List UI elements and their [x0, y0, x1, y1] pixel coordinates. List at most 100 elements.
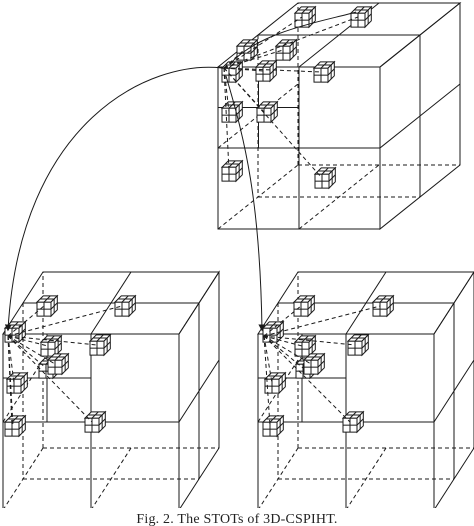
descendant-link	[263, 335, 351, 423]
arrow-to-bottom-left	[4, 66, 223, 332]
node-split	[270, 108, 278, 116]
node-split	[228, 101, 236, 109]
descendant-link	[7, 335, 15, 384]
node-split	[310, 353, 318, 361]
top-face	[257, 271, 474, 335]
descendant-link	[223, 67, 322, 73]
node-split	[243, 39, 251, 47]
right-face	[433, 271, 474, 508]
node-split	[289, 46, 297, 54]
coefficient-node	[220, 100, 244, 124]
parent-child-arrows	[4, 11, 357, 332]
descendant-link	[263, 335, 356, 346]
descendant-link	[7, 335, 98, 346]
node-split	[235, 167, 243, 175]
descendant-link	[223, 49, 245, 69]
node-split	[271, 372, 279, 380]
coefficient-node	[349, 5, 373, 29]
caption-text: Fig. 2. The STOTs of 3D-CSPIHT.	[136, 512, 338, 526]
node-split	[301, 335, 309, 343]
coefficient-node	[293, 334, 317, 358]
hidden-split	[298, 164, 380, 230]
node-split	[269, 415, 277, 423]
node-split	[54, 342, 62, 350]
node-split	[321, 167, 329, 175]
descendant-link	[263, 335, 304, 369]
descendant-link	[263, 305, 302, 337]
coefficient-node	[292, 294, 316, 318]
node-split	[386, 302, 394, 310]
coefficient-node	[261, 414, 285, 438]
descendant-link	[223, 67, 230, 172]
descendant-link	[7, 335, 56, 365]
node-split	[364, 13, 372, 21]
node-split	[43, 295, 51, 303]
coefficient-node	[255, 100, 279, 124]
node-split	[356, 418, 364, 426]
descendant-link	[223, 49, 284, 69]
coefficient-node	[88, 333, 112, 357]
descendant-link	[223, 67, 323, 179]
descendant-link	[223, 16, 359, 69]
node-split	[327, 68, 335, 76]
node-split	[250, 46, 258, 54]
arrow-to-bottom-right	[225, 75, 266, 332]
descendant-link	[263, 335, 271, 427]
node-split	[47, 335, 55, 343]
node-split	[308, 13, 316, 21]
coefficient-node	[83, 410, 107, 434]
node-split	[361, 341, 369, 349]
descendant-link	[223, 16, 303, 69]
coefficient-node	[293, 5, 317, 29]
hidden-split	[91, 447, 132, 508]
coefficient-node	[274, 38, 298, 62]
node-split	[349, 411, 357, 419]
descendant-link	[7, 335, 14, 427]
node-split	[301, 6, 309, 14]
split-line	[178, 359, 220, 423]
node-split	[18, 422, 26, 430]
node-split	[269, 67, 277, 75]
coefficient-node	[220, 159, 244, 183]
coefficient-node	[263, 371, 287, 395]
split-line	[433, 359, 474, 423]
node-split	[61, 360, 69, 368]
node-split	[320, 61, 328, 69]
node-split	[235, 68, 243, 76]
node-split	[278, 379, 286, 387]
node-split	[317, 360, 325, 368]
node-split	[96, 334, 104, 342]
coefficient-node	[113, 294, 137, 318]
node-split	[121, 295, 129, 303]
coefficient-node	[5, 371, 29, 395]
node-split	[11, 321, 19, 329]
node-split	[262, 60, 270, 68]
coefficient-node	[46, 352, 70, 376]
coefficient-node	[302, 352, 326, 376]
coefficient-node	[371, 294, 395, 318]
bottom-left-cube	[2, 270, 220, 508]
node-split	[91, 411, 99, 419]
node-split	[98, 418, 106, 426]
descendant-link	[7, 305, 45, 337]
split-line	[379, 83, 461, 149]
coefficient-node	[35, 294, 59, 318]
node-split	[20, 379, 28, 387]
descendant-link	[7, 305, 123, 337]
coefficient-node	[313, 166, 337, 190]
node-split	[307, 302, 315, 310]
node-split	[50, 302, 58, 310]
coefficient-node	[235, 38, 259, 62]
coefficient-node	[341, 410, 365, 434]
descendant-link	[263, 305, 381, 337]
node-split	[269, 321, 277, 329]
node-split	[128, 302, 136, 310]
node-split	[13, 372, 21, 380]
coefficient-node	[346, 333, 370, 357]
arrow-to-top-far-node	[229, 11, 357, 65]
hidden-split	[346, 447, 387, 508]
descendant-link	[7, 335, 93, 423]
coefficient-node	[3, 414, 27, 438]
node-split	[357, 6, 365, 14]
node-split	[308, 342, 316, 350]
